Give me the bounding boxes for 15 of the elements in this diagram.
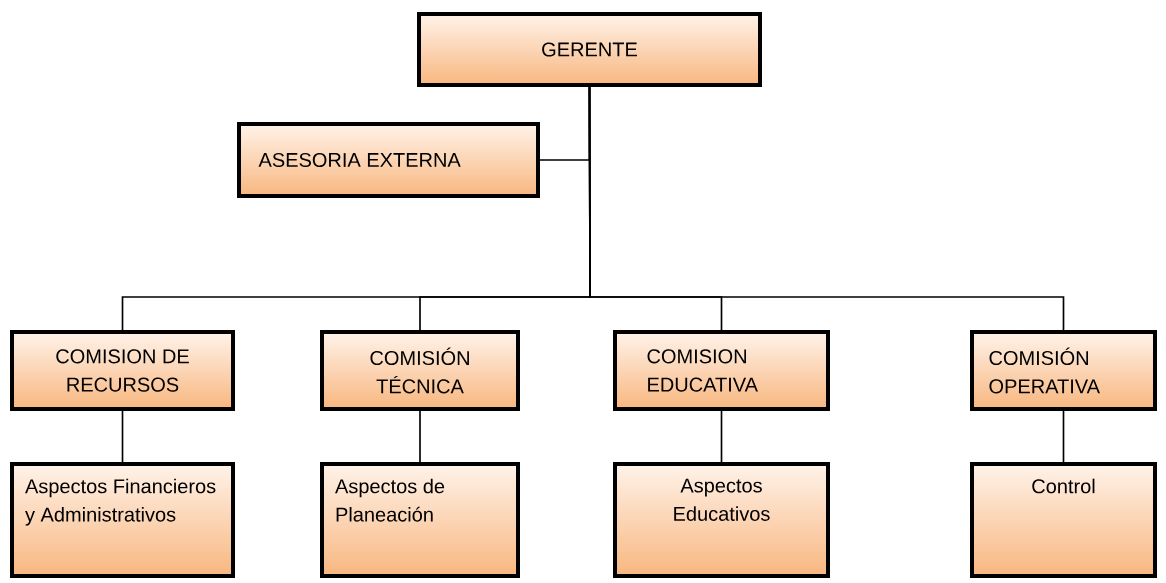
org-box: Aspectos de Planeación	[320, 462, 520, 578]
org-box: ASESORIA EXTERNA	[237, 122, 540, 198]
org-box: GERENTE	[417, 12, 762, 87]
connector-line	[720, 410, 723, 463]
connector-line	[588, 86, 1065, 331]
org-box: COMISIÓN TÉCNICA	[320, 330, 520, 411]
org-box: Aspectos Educativos	[613, 462, 830, 578]
connector-line	[1062, 410, 1065, 463]
connector-line	[419, 410, 421, 463]
org-box: Aspectos Financieros y Administrativos	[10, 462, 235, 578]
org-box: COMISIÓN OPERATIVA	[970, 330, 1157, 411]
connector-line	[121, 410, 124, 463]
org-box: COMISION DE RECURSOS	[10, 330, 235, 411]
org-box: Control	[970, 462, 1157, 578]
org-box: COMISION EDUCATIVA	[613, 330, 830, 411]
